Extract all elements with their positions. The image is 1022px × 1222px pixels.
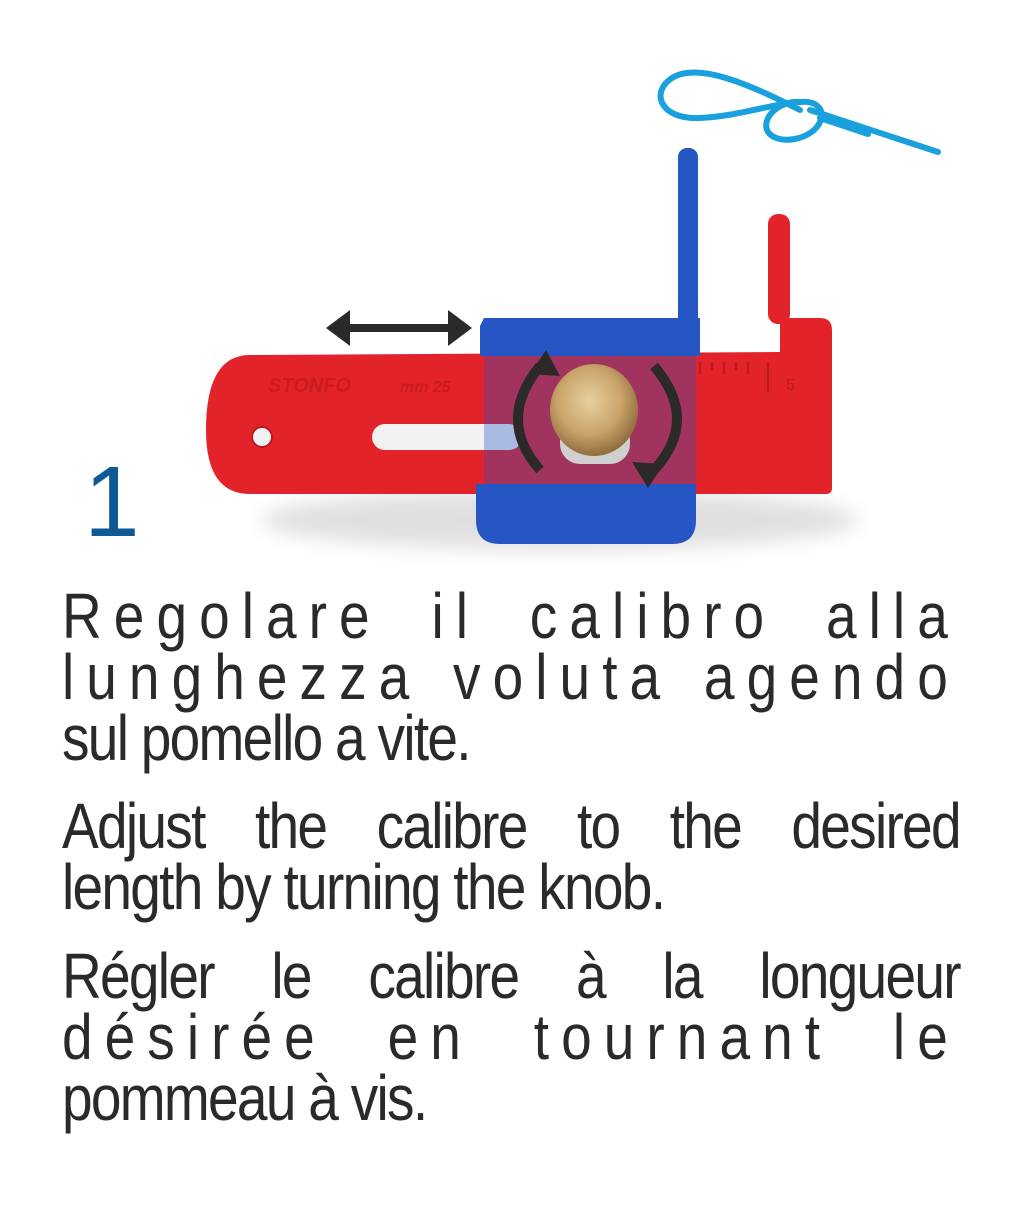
italian-line-2: lunghezza voluta agendo: [62, 641, 960, 713]
brass-knob[interactable]: [550, 364, 638, 464]
step-number: 1: [84, 446, 140, 558]
french-line-3: pommeau à vis.: [62, 1062, 428, 1134]
french-line-2: désirée en tournant le: [62, 1001, 960, 1073]
red-pin: [768, 214, 790, 324]
instruction-english: Adjust the calibre to the desired length…: [62, 790, 962, 923]
calibre-illustration: STONFO mm 25 5: [206, 69, 941, 550]
french-line-1: Régler le calibre à la longueur: [62, 940, 962, 1012]
rotate-arrows-icon: [513, 362, 682, 474]
blue-pin: [678, 148, 698, 348]
knot-loop-icon: [657, 69, 941, 155]
svg-text:5: 5: [786, 377, 795, 394]
instruction-french: Régler le calibre à la longueur désirée …: [62, 940, 962, 1134]
italian-line-3: sul pomello a vite.: [62, 702, 472, 774]
english-line-1: Adjust the calibre to the desired: [62, 790, 962, 862]
product-label: STONFO: [268, 375, 351, 397]
english-line-2: length by turning the knob.: [62, 851, 666, 923]
double-headed-horizontal-arrow-icon: [326, 310, 472, 346]
svg-text:mm 25: mm 25: [400, 379, 452, 396]
italian-line-1: Regolare il calibro alla: [62, 580, 960, 652]
instruction-italian: Regolare il calibro alla lunghezza volut…: [62, 580, 960, 774]
